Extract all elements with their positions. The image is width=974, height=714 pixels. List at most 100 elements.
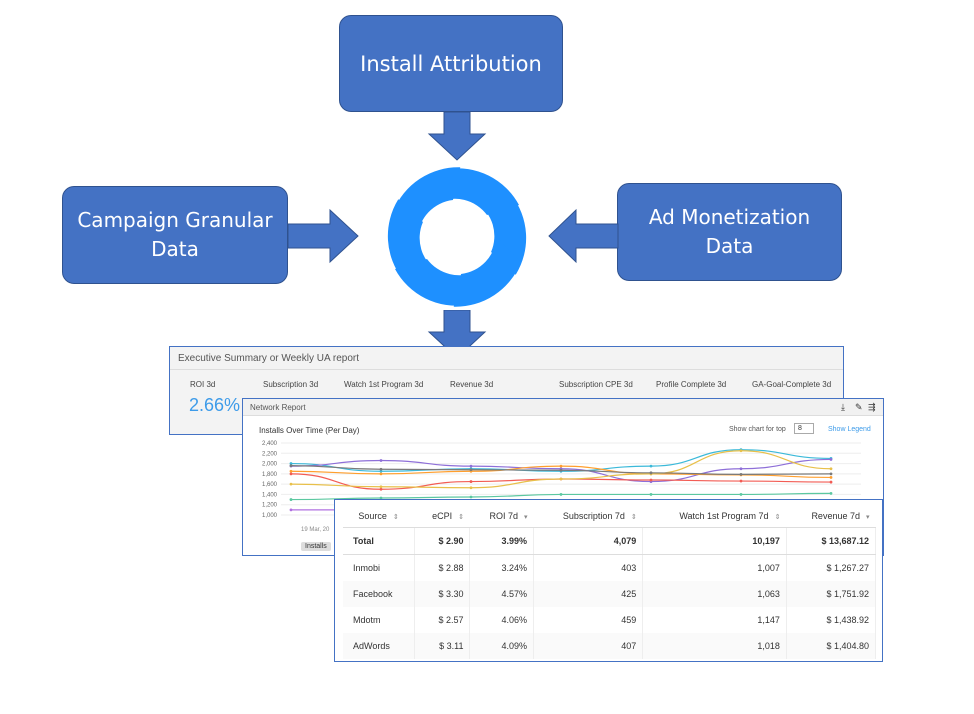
source-table: Source⇕eCPI⇕ROI 7d▾Subscription 7d⇕Watch… <box>343 505 877 659</box>
down-arrow-bottom <box>427 310 487 359</box>
column-header-label: Subscription 7d <box>562 511 625 521</box>
campaign-data-box: Campaign Granular Data <box>62 186 288 284</box>
data-point <box>289 498 293 501</box>
sort-icon[interactable]: ⇕ <box>774 514 781 521</box>
source-table-panel: Source⇕eCPI⇕ROI 7d▾Subscription 7d⇕Watch… <box>334 499 883 662</box>
data-point <box>289 464 293 468</box>
column-header-label: eCPI <box>432 511 453 521</box>
table-cell: $ 13,687.12 <box>786 527 877 555</box>
table-cell: 1,007 <box>642 554 787 581</box>
data-point <box>379 472 383 476</box>
download-icon[interactable]: ⤓ <box>841 402 845 412</box>
metric-label: Watch 1st Program 3d <box>344 380 424 389</box>
data-point <box>559 477 563 481</box>
table-cell: 1,063 <box>642 581 787 607</box>
table-cell: 1,147 <box>642 607 787 633</box>
sort-icon[interactable]: ⇕ <box>630 514 637 521</box>
ad-monetization-label-1: Ad Monetization <box>648 205 811 229</box>
table-cell: 4.09% <box>469 633 535 659</box>
show-legend-link[interactable]: Show Legend <box>828 426 871 433</box>
data-point <box>379 487 383 491</box>
y-tick-label: 1,400 <box>262 492 278 498</box>
table-cell: $ 1,404.80 <box>786 633 877 659</box>
data-point <box>559 468 563 472</box>
data-point <box>739 467 743 471</box>
y-tick-label: 1,200 <box>262 503 278 509</box>
share-icon[interactable]: ⇶ <box>868 402 876 412</box>
data-point <box>289 482 293 486</box>
table-cell: Total <box>343 527 415 555</box>
network-report-title: Network Report <box>250 403 306 412</box>
x-tick-label: 19 Mar, 20 <box>301 527 330 533</box>
show-top-label: Show chart for top <box>729 426 786 433</box>
column-header-label: Revenue 7d <box>811 511 860 521</box>
install-attribution-label: Install Attribution <box>360 51 542 76</box>
data-point <box>289 472 293 476</box>
table-cell: 403 <box>533 554 644 581</box>
y-tick-label: 1,600 <box>262 482 278 488</box>
table-cell: $ 2.90 <box>414 527 471 555</box>
table-cell: $ 2.57 <box>414 607 471 633</box>
show-top-input[interactable]: 8 <box>794 423 814 434</box>
data-point <box>469 495 473 499</box>
data-point <box>829 472 833 476</box>
data-point <box>469 480 473 483</box>
table-cell: $ 3.30 <box>414 581 471 607</box>
data-point <box>649 464 653 468</box>
data-point <box>379 459 383 462</box>
table-cell: 4.57% <box>469 581 535 607</box>
ad-monetization-label-2: Data <box>705 234 754 258</box>
table-cell: 4.06% <box>469 607 535 633</box>
data-point <box>739 493 743 496</box>
data-point <box>739 472 743 476</box>
table-cell: $ 3.11 <box>414 633 471 659</box>
data-point <box>559 493 563 496</box>
y-tick-label: 2,400 <box>262 441 278 447</box>
column-header[interactable]: Source ⇕ <box>343 505 415 528</box>
data-point <box>829 458 833 461</box>
column-header[interactable]: Watch 1st Program 7d⇕ <box>642 505 787 528</box>
campaign-data-label-2: Data <box>151 237 199 261</box>
table-cell: Facebook <box>343 581 415 607</box>
sort-icon[interactable]: ▾ <box>524 514 528 521</box>
chart-title: Installs Over Time (Per Day) <box>259 426 360 435</box>
sort-icon[interactable]: ⇕ <box>392 514 399 521</box>
table-cell: 3.24% <box>469 554 535 581</box>
campaign-data-label-1: Campaign Granular <box>77 208 273 232</box>
y-tick-label: 1,000 <box>262 513 278 519</box>
column-header[interactable]: Subscription 7d ⇕ <box>533 505 643 528</box>
table-cell: $ 2.88 <box>414 554 471 581</box>
executive-summary-title: Executive Summary or Weekly UA report <box>178 353 359 364</box>
table-cell: AdWords <box>343 633 415 659</box>
sort-icon[interactable]: ⇕ <box>458 514 464 521</box>
column-header-label: Source <box>358 511 387 521</box>
column-header[interactable]: eCPI ⇕ <box>414 505 470 528</box>
metric-label: Revenue 3d <box>450 380 494 389</box>
down-arrow-top <box>427 112 487 161</box>
sort-icon[interactable]: ▾ <box>865 514 870 521</box>
metric-value: 2.66% <box>189 395 241 415</box>
data-point <box>739 479 743 483</box>
data-point <box>469 464 473 468</box>
data-point <box>649 493 653 496</box>
table-cell: 3.99% <box>469 527 535 555</box>
column-header[interactable]: Revenue 7d ▾ <box>786 505 876 528</box>
data-point <box>379 469 383 473</box>
data-point <box>379 485 383 489</box>
column-header[interactable]: ROI 7d▾ <box>469 505 534 528</box>
table-cell: 459 <box>533 607 644 633</box>
aperture-logo-icon <box>383 165 531 310</box>
metric-label: Subscription CPE 3d <box>559 380 633 389</box>
installs-tab[interactable]: Installs <box>301 542 331 551</box>
data-point <box>649 471 653 475</box>
metric-label: Subscription 3d <box>263 380 319 389</box>
y-tick-label: 1,800 <box>262 472 278 478</box>
edit-icon[interactable]: ✎ <box>855 402 863 412</box>
data-point <box>469 468 473 472</box>
ad-monetization-box: Ad Monetization Data <box>617 183 842 281</box>
